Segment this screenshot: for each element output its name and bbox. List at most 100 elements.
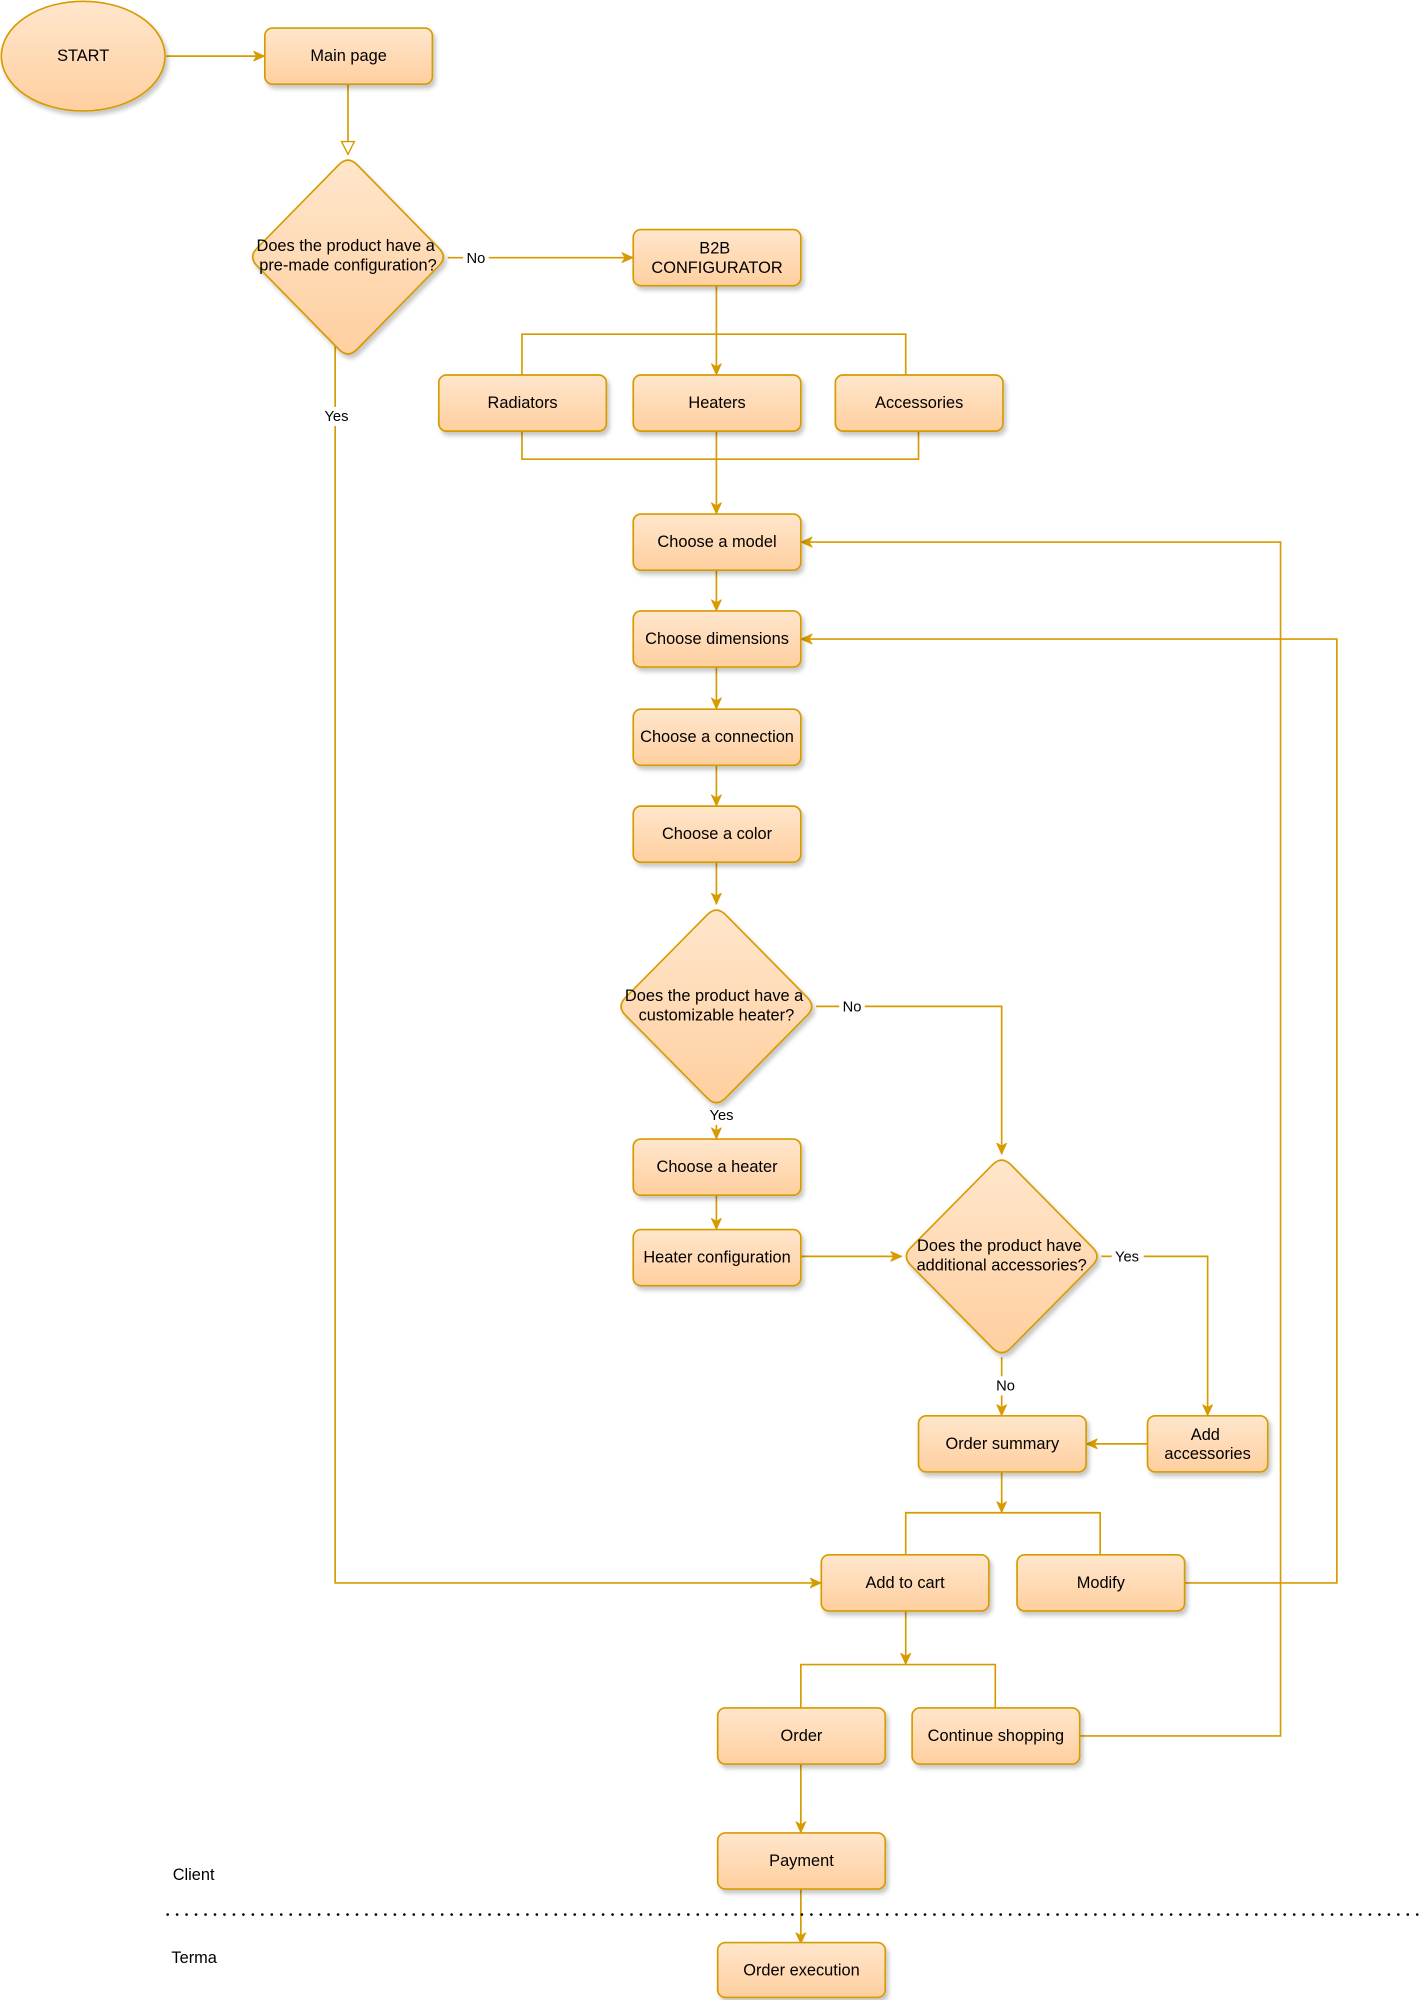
decision-diamond-shape <box>620 909 813 1104</box>
node-choose-heater: Choose a heater <box>632 1138 802 1196</box>
node-start-label: START <box>57 47 109 65</box>
label-line-2: additional accessories? <box>917 1256 1087 1274</box>
label-line-1: Add <box>1191 1426 1220 1444</box>
edge-label-premade-no: No <box>463 248 489 268</box>
node-choose-connection-label: Choose a connection <box>640 728 794 746</box>
node-choose-dimensions: Choose dimensions <box>632 610 802 668</box>
edge-label-text: Yes <box>1115 1250 1139 1266</box>
edge-labels: No Yes No Yes Yes No <box>321 248 1144 1396</box>
node-heaters-shape <box>632 374 802 432</box>
edge-label-heater-yes: Yes <box>706 1107 739 1125</box>
node-main-page-label: Main page <box>310 47 386 65</box>
edge-b2b-branch-bar <box>521 333 907 375</box>
edge-label-premade-yes: Yes <box>321 406 354 427</box>
node-heater-configuration: Heater configuration <box>632 1228 802 1287</box>
edge-label-background <box>839 997 865 1017</box>
edge-label-text: No <box>843 1000 862 1016</box>
node-main-page-shape <box>263 27 434 86</box>
node-radiators-shape <box>437 374 608 432</box>
node-continue-shopping-label: Continue shopping <box>928 1727 1065 1745</box>
edge-add-to-cart-branch-bar <box>799 1663 997 1708</box>
node-order-execution: Order execution <box>716 1941 887 1999</box>
node-choose-color-shape <box>632 805 802 864</box>
node-order-summary-label: Order summary <box>945 1435 1060 1453</box>
node-b2b-configurator: B2B CONFIGURATOR <box>632 228 802 287</box>
nodes: START Main page Does the product have a … <box>0 0 1269 1999</box>
edge-label-background <box>1111 1247 1144 1267</box>
node-order-summary: Order summary <box>917 1414 1087 1473</box>
node-decision-accessories-label: Does the product have additional accesso… <box>917 1237 1087 1274</box>
node-choose-color: Choose a color <box>632 805 802 864</box>
label-line-1: Does the product have a <box>257 237 436 255</box>
node-choose-heater-label: Choose a heater <box>657 1158 779 1176</box>
node-radiators: Radiators <box>437 374 608 432</box>
edge-label-background <box>706 1107 739 1125</box>
node-add-to-cart-label: Add to cart <box>866 1574 946 1592</box>
node-decision-additional-accessories: Does the product have additional accesso… <box>905 1159 1098 1354</box>
node-continue-shopping-shape <box>911 1707 1081 1765</box>
lane-label-terma: Terma <box>171 1949 217 1967</box>
node-accessories: Accessories <box>834 374 1004 432</box>
edge-label-accessories-yes: Yes <box>1111 1247 1144 1267</box>
node-choose-connection-shape <box>632 708 802 767</box>
edge-modify-back-to-dimensions <box>800 639 1338 1584</box>
edge-label-text: No <box>996 1378 1015 1394</box>
node-b2b-configurator-label: B2B CONFIGURATOR <box>651 240 782 277</box>
node-add-accessories-shape <box>1146 1414 1269 1473</box>
node-heater-configuration-label: Heater configuration <box>643 1249 790 1267</box>
node-main-page: Main page <box>263 27 434 86</box>
start-ellipse <box>0 0 166 112</box>
node-accessories-label: Accessories <box>875 394 963 412</box>
label-line-2: customizable heater? <box>639 1006 795 1024</box>
edge-label-background <box>463 248 489 268</box>
edge-accessories-yes-to-add-accessories <box>1101 1255 1207 1416</box>
node-add-to-cart-shape <box>820 1554 990 1612</box>
node-start: START <box>0 0 166 112</box>
node-continue-shopping: Continue shopping <box>911 1707 1081 1765</box>
edges <box>166 56 1338 1944</box>
lane-label-client: Client <box>173 1866 215 1884</box>
node-radiators-label: Radiators <box>488 394 558 412</box>
edge-label-text: Yes <box>710 1108 734 1124</box>
edge-label-background <box>992 1376 1019 1396</box>
node-decision-premade-configuration: Does the product have a pre-made configu… <box>251 159 445 355</box>
edge-label-heater-no: No <box>839 997 865 1017</box>
node-decision-customizable-heater: Does the product have a customizable hea… <box>620 909 813 1104</box>
node-order-execution-shape <box>716 1941 887 1999</box>
node-choose-model-shape <box>632 513 802 571</box>
node-modify-shape <box>1016 1554 1186 1612</box>
node-choose-model: Choose a model <box>632 513 802 571</box>
node-order-execution-label: Order execution <box>743 1962 859 1980</box>
node-add-accessories-label: Add accessories <box>1164 1426 1250 1463</box>
node-decision-heater-label: Does the product have a customizable hea… <box>625 987 808 1024</box>
node-heaters-label: Heaters <box>688 394 745 412</box>
node-modify: Modify <box>1016 1554 1186 1612</box>
edge-heater-no-to-accessories-decision <box>816 1005 1001 1155</box>
node-payment-shape <box>716 1832 887 1890</box>
node-payment-label: Payment <box>769 1852 834 1870</box>
node-add-accessories: Add accessories <box>1146 1414 1269 1473</box>
node-choose-connection: Choose a connection <box>632 708 802 767</box>
node-decision-premade-label: Does the product have a pre-made configu… <box>257 237 440 274</box>
node-choose-heater-shape <box>632 1138 802 1196</box>
node-modify-label: Modify <box>1077 1574 1126 1592</box>
node-heaters: Heaters <box>632 374 802 432</box>
decision-diamond-shape <box>905 1159 1098 1354</box>
node-b2b-configurator-shape <box>632 228 802 287</box>
label-line-2: accessories <box>1164 1445 1250 1463</box>
node-order-label: Order <box>781 1727 823 1745</box>
node-choose-color-label: Choose a color <box>662 825 773 843</box>
edge-label-text: Yes <box>324 409 348 425</box>
node-order-shape <box>716 1707 887 1765</box>
node-choose-dimensions-shape <box>632 610 802 668</box>
edge-order-summary-branch-bar <box>904 1511 1102 1555</box>
label-line-2: CONFIGURATOR <box>651 259 782 277</box>
node-payment: Payment <box>716 1832 887 1890</box>
node-choose-dimensions-label: Choose dimensions <box>645 630 789 648</box>
edge-continue-shopping-back-to-model <box>800 542 1282 1737</box>
label-line-1: Does the product have <box>917 1237 1082 1255</box>
node-accessories-shape <box>834 374 1004 432</box>
decision-diamond-shape <box>251 159 445 355</box>
edge-label-text: No <box>466 251 485 267</box>
